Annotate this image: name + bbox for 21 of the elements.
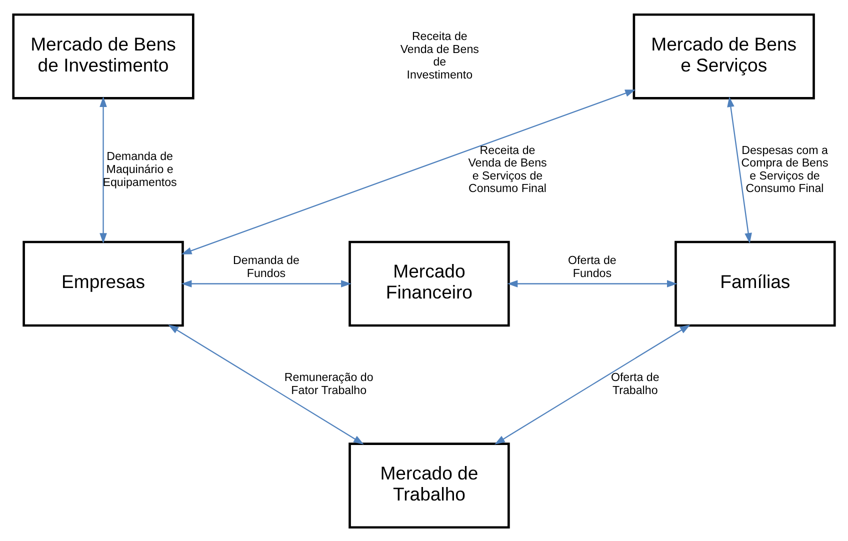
arrow <box>494 324 690 444</box>
arrow <box>507 280 678 287</box>
arrow <box>100 96 107 244</box>
node-box: Famílias <box>674 240 836 326</box>
arrow <box>181 89 636 254</box>
arrow <box>181 280 352 287</box>
edge-label: Demanda de Fundos <box>233 254 300 280</box>
node-box: Mercado de Trabalho <box>348 442 510 528</box>
edge-label: Oferta de Fundos <box>568 254 616 280</box>
edge-label: Demanda de Maquinário e Equipamentos <box>102 150 177 188</box>
node-box: Empresas <box>22 240 184 326</box>
edge-label: Receita de Venda de Bens e Serviços de Consumo Final <box>468 143 547 195</box>
node-box: Mercado Financeiro <box>348 240 510 326</box>
node-box: Mercado de Bens de Investimento <box>12 12 194 99</box>
arrow <box>727 96 752 243</box>
edge-label: Despesas com a Compra de Bens e Serviços de Consumo Final <box>741 143 828 195</box>
node-box: Mercado de Bens e Serviços <box>632 12 815 99</box>
edge-label: Oferta de Trabalho <box>610 370 660 396</box>
edge-label: Remuneração do Fator Trabalho <box>284 370 374 396</box>
arrow <box>168 324 364 444</box>
label: Receita de Venda de Bens de Investimento <box>400 30 479 81</box>
